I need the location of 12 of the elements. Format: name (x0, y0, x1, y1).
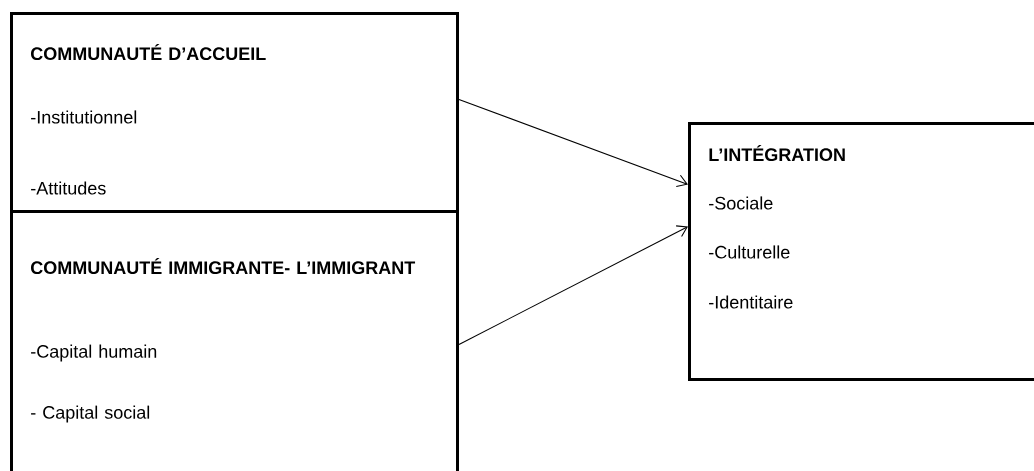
list-item: - Capital social (31, 405, 150, 423)
arrow (458, 98, 688, 188)
box-heading: COMMUNAUTÉ D’ACCUEIL (31, 43, 266, 61)
box-heading: COMMUNAUTÉ IMMIGRANTE- L’IMMIGRANT (31, 257, 416, 275)
list-item: -Culturelle (709, 245, 790, 259)
list-item: -Identitaire (709, 295, 793, 309)
box-heading: L’INTÉGRATION (709, 144, 845, 162)
arrow (458, 225, 688, 346)
list-item: -Institutionnel (31, 110, 137, 124)
list-item: -Sociale (709, 196, 773, 210)
list-item: -Capital humain (31, 344, 157, 362)
list-item: -Attitudes (31, 181, 106, 195)
